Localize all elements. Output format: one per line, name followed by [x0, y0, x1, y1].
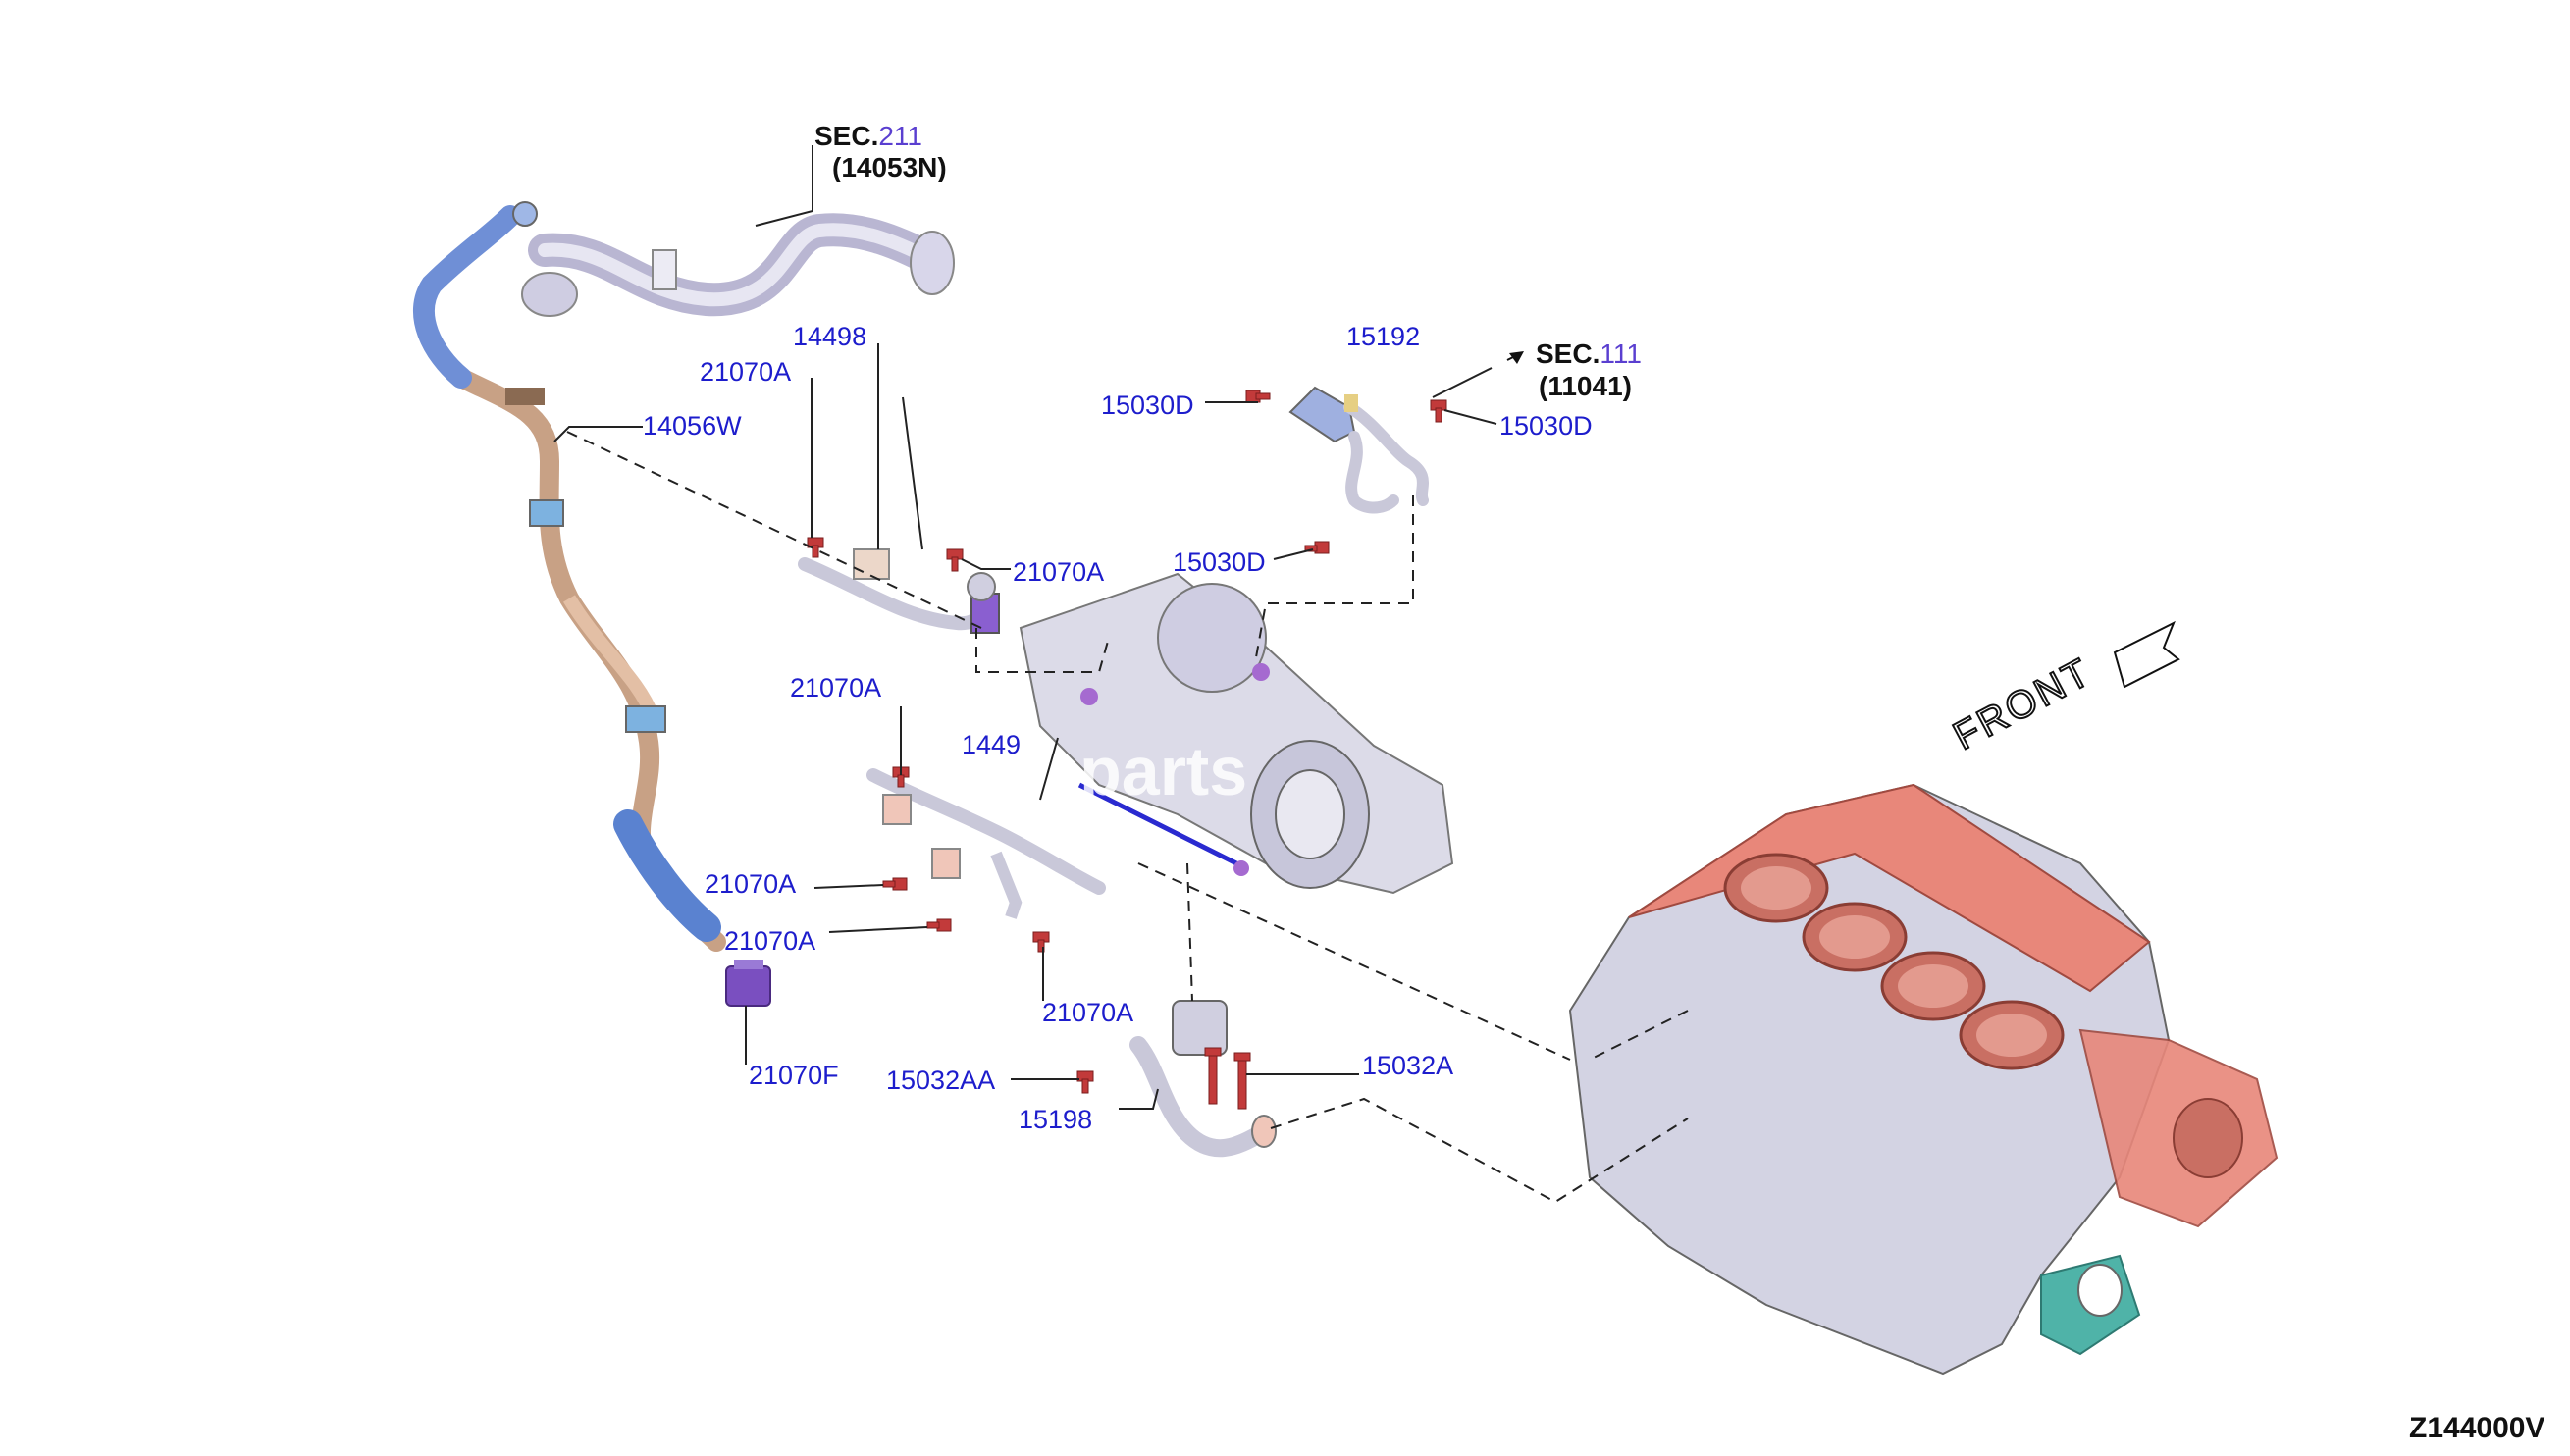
callout-21070a-4: 21070A — [705, 869, 796, 899]
bolt-21070a-lower-3 — [1032, 931, 1050, 953]
callout-15032a: 15032A — [1362, 1051, 1453, 1080]
callout-15032aa: 15032AA — [886, 1066, 995, 1095]
callout-14498: 14498 — [793, 322, 866, 351]
clip-21070f — [725, 960, 771, 1007]
sec-ref-211: SEC.211 — [814, 121, 922, 151]
leader-lines — [553, 145, 1524, 1110]
callout-21070a-3: 21070A — [790, 673, 881, 702]
callout-15030d-3: 15030D — [1173, 547, 1266, 577]
bolt-15030d-left — [1245, 390, 1271, 403]
callout-15030d-1: 15030D — [1101, 390, 1194, 420]
bolt-21070a-lower-1 — [882, 877, 908, 891]
turbocharger — [1019, 572, 1454, 895]
callout-21070a-5: 21070A — [724, 926, 815, 956]
callout-labels: SEC.211 (14053N) SEC.111 (11041) 14498 2… — [643, 121, 1642, 1134]
bolt-15032aa — [1076, 1070, 1094, 1094]
bolt-21070a-upper-mid — [946, 548, 964, 572]
callout-21070a-2: 21070A — [1013, 557, 1104, 587]
watermark: parts — [1079, 733, 1247, 809]
front-arrow-icon — [2113, 620, 2180, 689]
callout-21070f: 21070F — [749, 1061, 839, 1090]
bolt-15032a-2 — [1233, 1052, 1251, 1110]
water-pipe-lower — [866, 768, 1106, 919]
callout-15192: 15192 — [1346, 322, 1420, 351]
coolant-outlet-15198 — [1129, 1000, 1277, 1158]
callout-1449-partial: 1449 — [962, 730, 1021, 759]
water-pipe-15192 — [1288, 386, 1429, 514]
sec-ref-111: SEC.111 — [1536, 338, 1642, 369]
callout-15198: 15198 — [1019, 1105, 1092, 1134]
diagram-code: Z144000V — [2409, 1412, 2544, 1444]
callout-15030d-2: 15030D — [1499, 411, 1593, 441]
turbo-inlet-pipe — [521, 213, 955, 317]
coolant-hose-14056w — [412, 201, 726, 952]
front-indicator: FRONT — [1946, 620, 2180, 759]
callout-21070a-6: 21070A — [1042, 998, 1133, 1027]
oil-feed-pipe — [798, 548, 1000, 634]
front-label: FRONT — [1947, 650, 2100, 758]
bolt-15030d-mid — [1304, 541, 1330, 554]
sec111-arrow-icon — [1509, 351, 1524, 364]
dashed-lines — [566, 431, 1689, 1204]
callout-21070a-1: 21070A — [700, 357, 791, 387]
bolt-15032a-1 — [1204, 1047, 1222, 1105]
bolt-15030d-right — [1430, 399, 1447, 423]
bolt-21070a-upper-left — [807, 537, 824, 558]
callout-14056w: 14056W — [643, 411, 742, 441]
sec-ref-211-part: (14053N) — [832, 152, 947, 182]
cylinder-block — [1568, 783, 2279, 1376]
bolt-21070a-lower-2 — [926, 918, 952, 932]
sec-ref-111-part: (11041) — [1539, 371, 1632, 401]
